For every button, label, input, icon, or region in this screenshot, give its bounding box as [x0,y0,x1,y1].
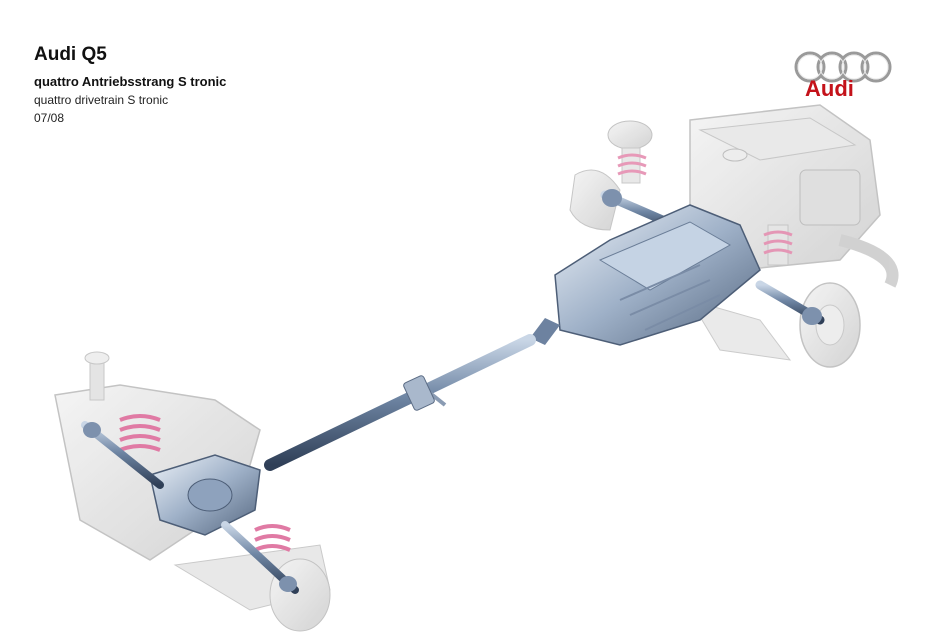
rear-spring-left [119,414,161,452]
page-title: Audi Q5 [34,44,107,65]
audi-logo-text: Audi [805,76,854,101]
subtitle-german: quattro Antriebsstrang S tronic [34,74,227,89]
front-suspension-right [688,224,861,368]
front-suspension-left [569,120,653,231]
header: Audi Q5 quattro Antriebsstrang S tronic … [34,44,226,125]
rear-differential [149,454,261,536]
s-tronic-gearbox [530,204,761,346]
rear-spring-right [254,524,291,552]
audi-rings-icon [794,51,892,83]
date-label: 07/08 [34,111,65,125]
propeller-shaft [264,334,536,471]
subtitle-english: quattro drivetrain S tronic [34,93,169,107]
